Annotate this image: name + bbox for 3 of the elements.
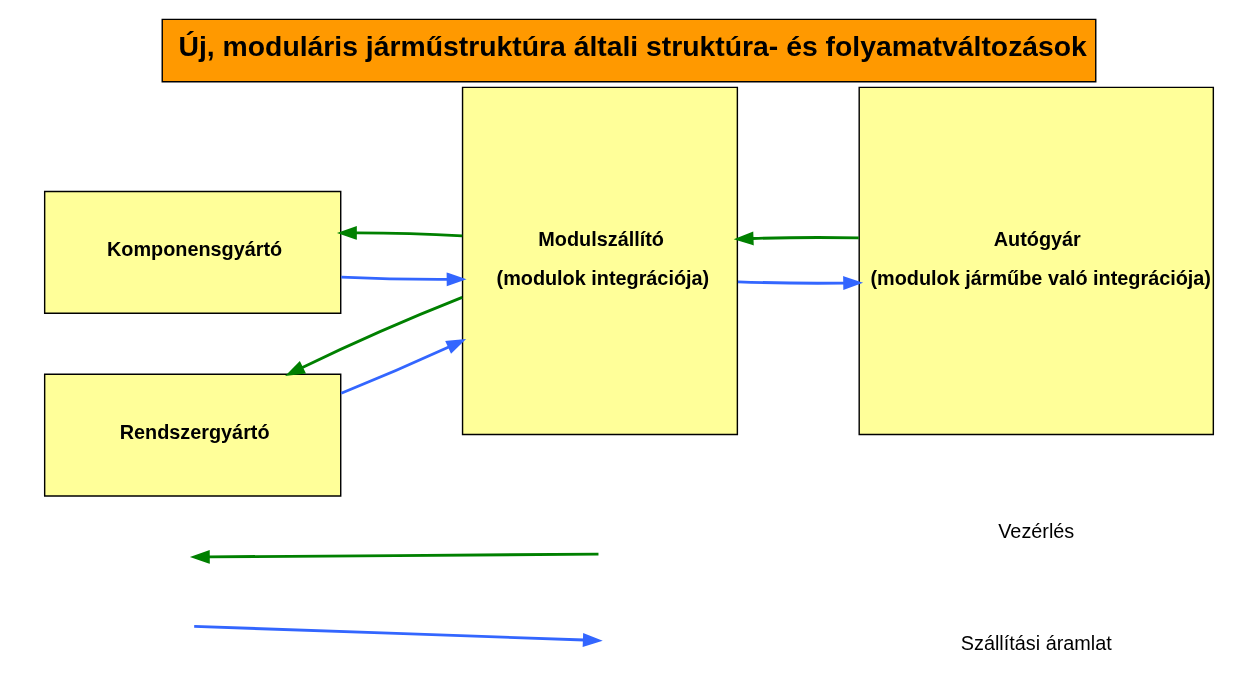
diagram-title: Új, moduláris járműstruktúra általi struktúra- és folyamatváltozások — [178, 30, 1087, 63]
legend-label: Vezérlés — [998, 520, 1075, 543]
legend-label: Szállítási áramlat — [960, 632, 1112, 655]
